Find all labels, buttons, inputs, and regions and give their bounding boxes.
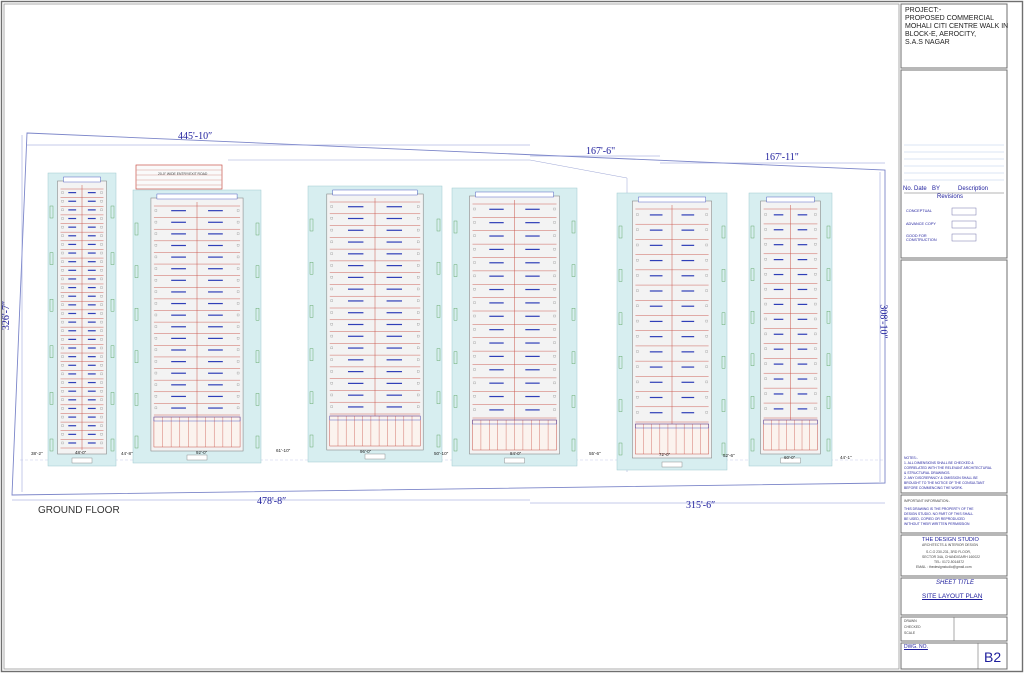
info-line-1: THIS DRAWING IS THE PROPERTY OF THE [904,507,974,511]
floor-label: GROUND FLOOR [38,505,120,516]
note-line-2: CORRELATED WITH THE RELEVANT ARCHITECTUR… [904,466,992,470]
building-block-2 [132,189,262,464]
block-width-dim-6: 60'-0" [784,455,796,460]
studio-name: THE DESIGN STUDIO [922,537,979,543]
project-line-3: BLOCK-E, AEROCITY, [905,31,977,38]
studio-address-1: S.C.O 230-231, 3RD FLOOR, [926,550,971,554]
note-line-3: & STRUCTURAL DRAWINGS. [904,471,951,475]
building-block-6 [748,192,833,467]
drawing-area-border [3,3,900,670]
revision-col-description: Description [958,186,989,192]
studio-address-4: EMAIL : thedesignstudio@gmail.com [916,565,972,569]
info-line-3: BE USED, COPIED OR REPRODUCED [904,517,965,521]
block-width-dim-5: 72'-0" [659,452,671,457]
gap-dim-7: 44'-1" [840,455,852,460]
block-width-dim-3: 96'-0" [360,449,372,454]
info-line-2: DESIGN STUDIO. NO PART OF THIS SHALL [904,512,974,516]
note-line-6: BEFORE COMMENCING THE WORK. [904,486,963,490]
stage-good-for-construction: GOOD FOR CONSTRUCTION [906,234,937,243]
info-heading: IMPORTANT INFORMATION:- [904,499,951,503]
studio-address-3: TEL: 0172-5014872 [934,560,964,564]
entry-gate-strip [135,164,223,190]
sheet-title: SITE LAYOUT PLAN [922,593,983,600]
dwg-no-label: DWG. NO. [904,644,928,650]
block-width-dim-2: 92'-0" [196,450,208,455]
building-block-3 [307,185,443,463]
revision-col-no: No. [903,186,913,192]
stage-advance-copy: ADVANCE COPY [906,222,936,226]
dim-top-right: 167'-11" [765,152,799,163]
note-line-4: 2. ANY DISCREPANCY & OMISSION SHALL BE [904,476,978,480]
drawn-row-2: CHECKED [904,625,921,629]
gap-dim-6: 52'-6" [723,453,735,458]
sheet-number: B2 [984,649,1002,665]
info-line-4: WITHOUT THEIR WRITTEN PERMISSION [904,522,970,526]
driveway-label: 20-0" WIDE ENTRY/EXIT ROAD [158,172,208,176]
studio-tagline: ARCHITECTS & INTERIOR DESIGN [922,543,978,547]
project-heading: PROJECT:- [905,7,942,14]
revision-col-by: BY [932,186,941,192]
building-block-1 [47,172,117,467]
project-line-4: S.A.S NAGAR [905,39,950,46]
gap-dim-5: 55'-6" [589,451,601,456]
building-block-5 [616,192,728,471]
note-line-5: BROUGHT TO THE NOTICE OF THE CONSULTANT [904,481,985,485]
dim-top-left: 445'-10″ [178,131,213,142]
block-width-dim-4: 84'-0" [510,451,522,456]
gap-dim-4: 50'-10″ [434,451,449,456]
gap-dim-3: 61'-10" [276,448,291,453]
building-block-4 [451,187,578,467]
project-line-2: MOHALI CITI CENTRE WALK IN [905,23,1009,30]
drawn-row-3: SCALE [904,631,916,635]
gap-dim-2: 44'-8" [121,451,133,456]
studio-address-2: SECTOR 34A, CHANDIGARH 160022 [922,555,980,559]
revision-col-date: Date [914,186,927,192]
dim-bottom-right: 315'-6″ [686,500,716,511]
gap-dim-1: 38'-2" [31,451,43,456]
dimension-lines [12,135,885,504]
note-line-1: 1. ALL DIMENSIONS SHALL BE CHECKED & [904,461,974,465]
notes-heading: NOTES:- [904,456,918,460]
dim-bottom-left: 478'-8″ [257,496,287,507]
stage-conceptual: CONCEPTUAL [906,209,932,213]
dim-top-mid: 167'-6" [586,146,616,157]
project-line-1: PROPOSED COMMERCIAL [905,15,995,22]
sheet-title-label: SHEET TITLE [936,580,975,586]
drawn-row-1: DRAWN [904,619,917,623]
revisions-title: Revisions [937,194,964,200]
block-width-dim-1: 48'-0" [75,450,87,455]
site-boundary [11,132,886,496]
